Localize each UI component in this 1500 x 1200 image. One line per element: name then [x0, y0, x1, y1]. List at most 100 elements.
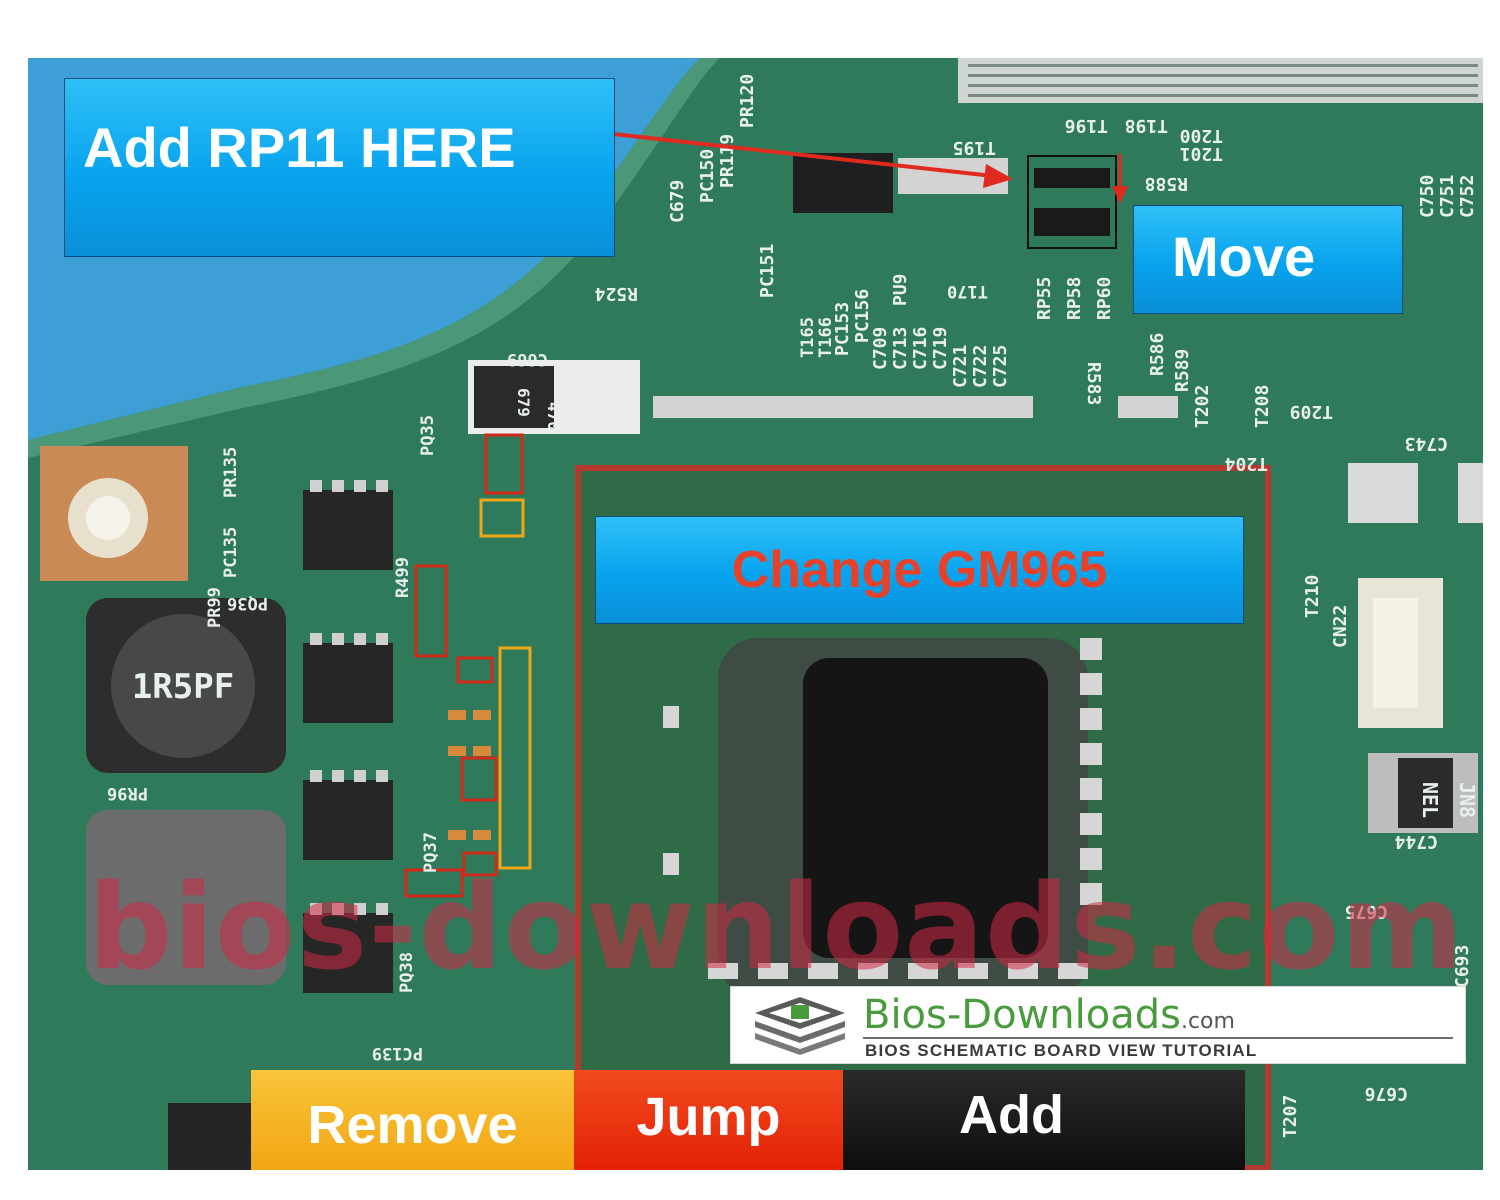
silkscreen-labels: PR120 PR119 PC150 C679 R524 PC151 PC153 …: [107, 74, 1478, 1138]
tantalum-cap-body: [474, 366, 554, 428]
logo-stack-icon: [755, 997, 845, 1055]
label-t208: T208: [1252, 385, 1273, 428]
label-pq35: PQ35: [418, 415, 438, 456]
label-c675: C675: [1345, 901, 1388, 922]
label-rp60: RP60: [1094, 277, 1115, 320]
label-t209: T209: [1290, 401, 1333, 422]
qfn-chip: [168, 1103, 258, 1170]
label-c693: C693: [1452, 945, 1473, 988]
label-t165: T165: [798, 317, 818, 358]
right-cap-2: [1458, 463, 1483, 523]
legend-jump-text: Jump: [636, 1087, 781, 1147]
nel-label: NEL: [1418, 782, 1442, 818]
label-pq38: PQ38: [397, 952, 417, 993]
label-c722: C722: [970, 345, 991, 388]
pointer-arrow-line: [612, 132, 994, 178]
label-r586: R586: [1147, 333, 1168, 376]
rp-target-area: [1027, 155, 1117, 249]
move-arrow-head: [1112, 186, 1128, 204]
label-pc135: PC135: [221, 527, 241, 578]
label-pc151: PC151: [757, 244, 778, 298]
legend-remove-text: Remove: [307, 1095, 518, 1155]
label-t196: T196: [1065, 115, 1108, 136]
label-c676: C676: [1365, 1083, 1408, 1104]
inductor-label: 1R5PF: [132, 667, 234, 707]
label-c744: C744: [1394, 831, 1438, 852]
label-pr135: PR135: [221, 447, 241, 498]
inductor-coil: [111, 614, 255, 758]
label-c751: C751: [1437, 175, 1458, 218]
cap-label-679: 679: [514, 388, 533, 417]
label-c669: C669: [507, 349, 548, 369]
label-c743: C743: [1405, 433, 1448, 454]
callout-move: Move: [1133, 205, 1403, 314]
cap-label-470: 470: [544, 402, 563, 431]
label-c679: C679: [667, 180, 688, 223]
label-t201: T201: [1180, 143, 1223, 164]
rp-resistors: [1034, 168, 1110, 236]
label-c752: C752: [1457, 175, 1478, 218]
label-pc153: PC153: [832, 302, 853, 356]
callout-add-rp11: Add RP11 HERE: [64, 78, 615, 257]
label-pr99: PR99: [205, 587, 225, 628]
label-rp58: RP58: [1064, 277, 1085, 320]
callout-add-rp11-text: Add RP11 HERE: [83, 116, 516, 179]
connector-cn22-inner: [1373, 598, 1418, 708]
label-t166: T166: [816, 317, 836, 358]
logo-rule: [863, 1037, 1453, 1039]
label-t207: T207: [1280, 1095, 1301, 1138]
inductor-2: [86, 810, 286, 985]
label-rp55: RP55: [1034, 277, 1055, 320]
callout-move-text: Move: [1172, 225, 1316, 288]
legend-add: Add: [843, 1070, 1245, 1170]
logo-title: Bios-Downloads.com: [863, 995, 1235, 1035]
chipset-die: [803, 658, 1048, 958]
label-pr96: PR96: [107, 783, 148, 803]
mount-hole-inner: [86, 496, 130, 540]
label-r499: R499: [393, 557, 413, 598]
label-c716: C716: [910, 327, 931, 370]
label-pu9: PU9: [890, 273, 911, 306]
right-cap-1: [1348, 463, 1418, 523]
label-t204: T204: [1224, 453, 1268, 474]
legend-remove: Remove: [251, 1070, 574, 1170]
label-t202: T202: [1192, 385, 1213, 428]
label-pc156: PC156: [852, 289, 873, 343]
label-cn22: CN22: [1330, 605, 1351, 648]
logo-subtitle: BIOS SCHEMATIC BOARD VIEW TUTORIAL: [865, 1041, 1258, 1060]
label-r588: R588: [1145, 173, 1188, 194]
label-r524: R524: [594, 283, 638, 304]
orange-pads: [448, 710, 491, 840]
label-t198: T198: [1125, 115, 1168, 136]
jump-highlights: [404, 433, 524, 898]
bga-pad-grid: [968, 64, 1478, 97]
label-pc150: PC150: [697, 149, 718, 203]
nel-body: [1398, 758, 1453, 828]
label-c709: C709: [870, 327, 891, 370]
label-t200: T200: [1180, 125, 1223, 146]
label-r583: R583: [1083, 362, 1104, 405]
logo-banner: Bios-Downloads.com BIOS SCHEMATIC BOARD …: [730, 986, 1466, 1064]
jn8-label: JN8: [1455, 782, 1479, 818]
label-c750: C750: [1417, 175, 1438, 218]
mosfet-chips: [303, 490, 393, 993]
callout-change-chip-text: Change GM965: [731, 541, 1108, 599]
label-pr119: PR119: [717, 134, 738, 188]
label-r589: R589: [1172, 349, 1193, 392]
label-pq37: PQ37: [421, 832, 441, 873]
callout-change-chip: Change GM965: [595, 516, 1244, 624]
label-c725: C725: [990, 345, 1011, 388]
label-pc139: PC139: [372, 1043, 423, 1063]
chipset-pads: [663, 638, 1102, 979]
mosfet-pins: [310, 480, 388, 915]
label-c713: C713: [890, 327, 911, 370]
label-pr120: PR120: [737, 74, 758, 128]
logo-title-suffix: .com: [1180, 1009, 1235, 1034]
watermark-text: bios-downloads.com: [88, 858, 1465, 996]
resistor-row: [653, 158, 1178, 418]
pointer-arrow-head: [983, 164, 1013, 188]
remove-highlights: [479, 498, 532, 870]
label-pq36: PQ36: [227, 593, 268, 613]
legend-add-text: Add: [959, 1085, 1064, 1145]
label-c719: C719: [930, 327, 951, 370]
